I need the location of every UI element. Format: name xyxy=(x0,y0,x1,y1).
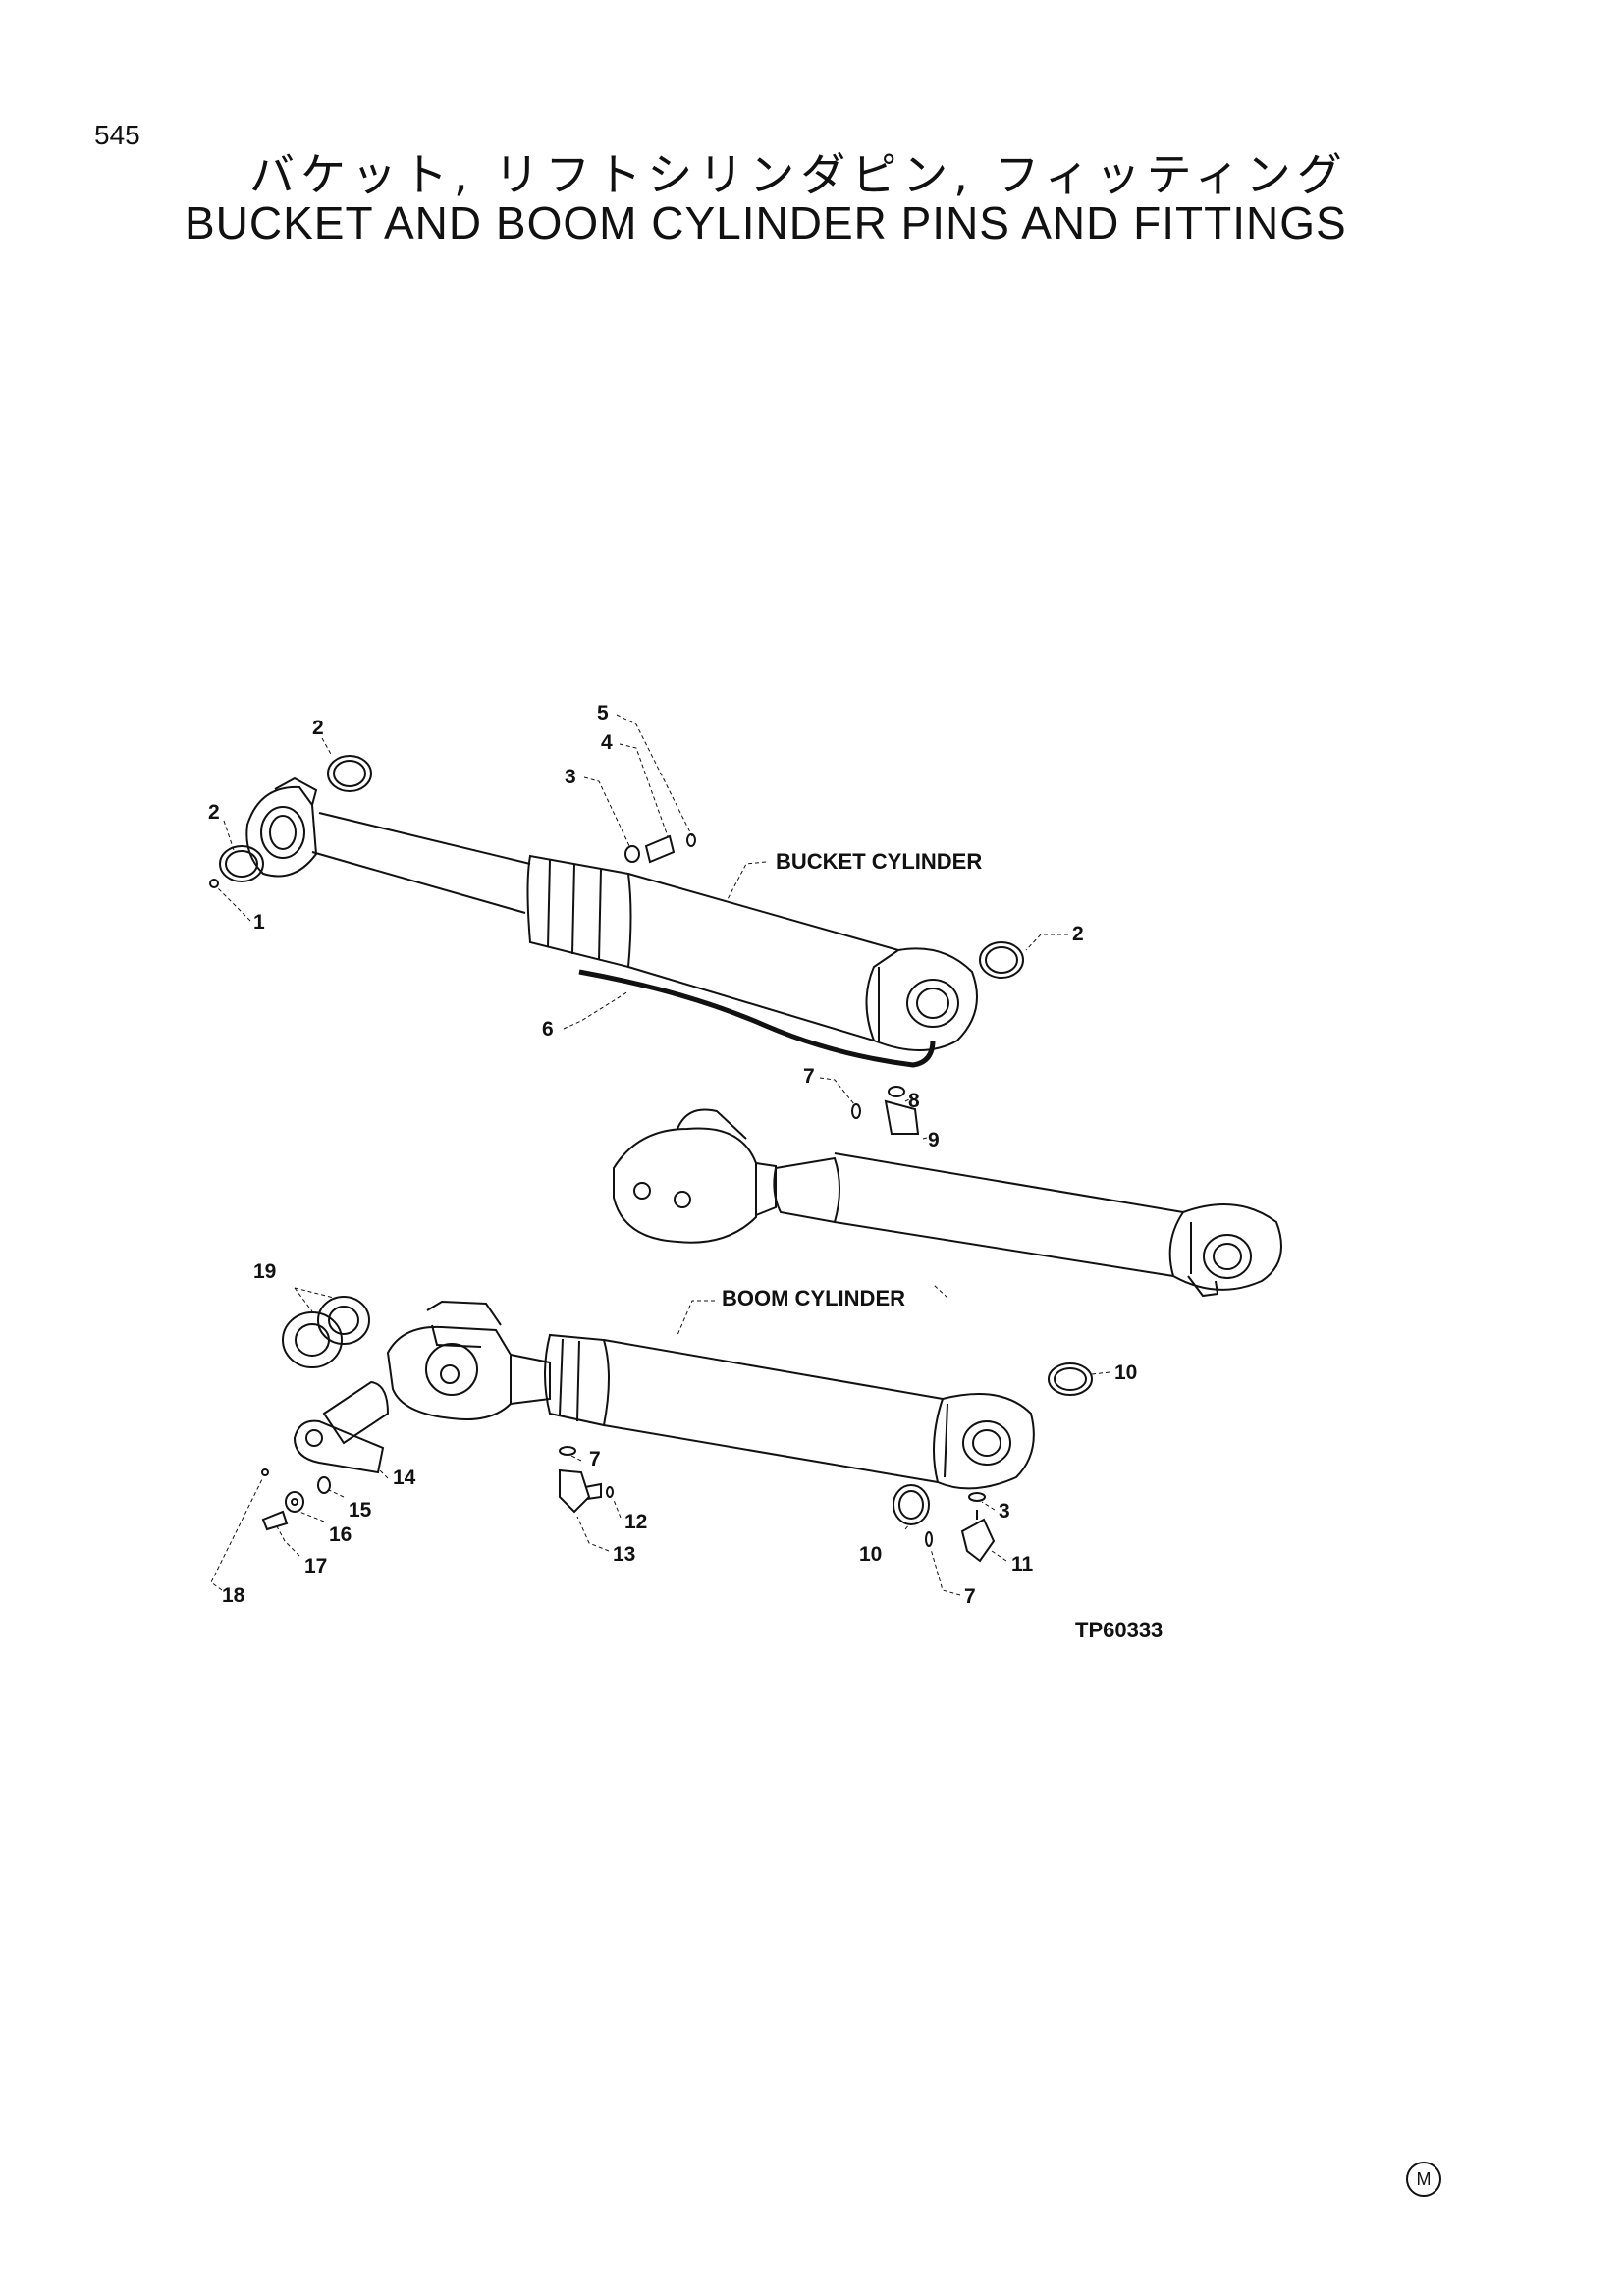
page-title: BUCKET AND BOOM CYLINDER PINS AND FITTIN… xyxy=(185,197,1347,248)
label-boom-cylinder: BOOM CYLINDER xyxy=(722,1286,905,1310)
callout-2-left: 2 xyxy=(208,801,220,824)
callout-5: 5 xyxy=(597,702,609,724)
callout-8: 8 xyxy=(908,1090,920,1112)
callout-2-top: 2 xyxy=(312,717,324,739)
callout-11: 11 xyxy=(1011,1553,1034,1575)
leader-lines xyxy=(210,714,1110,1596)
callout-7-top: 7 xyxy=(803,1065,815,1088)
callout-17: 17 xyxy=(304,1555,327,1577)
callout-3: 3 xyxy=(565,766,576,788)
callout-14: 14 xyxy=(393,1467,416,1489)
circled-m-mark: M xyxy=(1406,2162,1441,2197)
callout-4: 4 xyxy=(601,731,613,754)
callout-6: 6 xyxy=(542,1018,554,1041)
boom-cylinder-upper xyxy=(613,1108,1282,1298)
label-bucket-cylinder: BUCKET CYLINDER xyxy=(776,849,982,874)
figure-code: TP60333 xyxy=(1075,1618,1163,1642)
callout-3-lower: 3 xyxy=(999,1500,1010,1522)
callout-9: 9 xyxy=(928,1129,940,1151)
callout-1: 1 xyxy=(253,911,265,934)
bucket-cylinder xyxy=(209,755,1024,1135)
callout-2-right: 2 xyxy=(1072,923,1084,945)
boom-cylinder xyxy=(261,1296,1093,1563)
callout-16: 16 xyxy=(329,1523,352,1546)
callout-15: 15 xyxy=(349,1499,372,1522)
callout-10-left: 10 xyxy=(859,1543,882,1566)
callout-10-right: 10 xyxy=(1114,1362,1137,1384)
page-number: 545 xyxy=(94,120,140,150)
callout-13: 13 xyxy=(613,1543,635,1566)
callout-19: 19 xyxy=(253,1260,276,1283)
callout-18: 18 xyxy=(222,1584,245,1607)
page-title-japanese: バケット, リフトシリンダピン, フィッティング xyxy=(249,148,1348,201)
callout-12: 12 xyxy=(624,1511,647,1533)
callout-7-middle: 7 xyxy=(589,1448,601,1470)
callout-7-lower: 7 xyxy=(964,1585,976,1608)
